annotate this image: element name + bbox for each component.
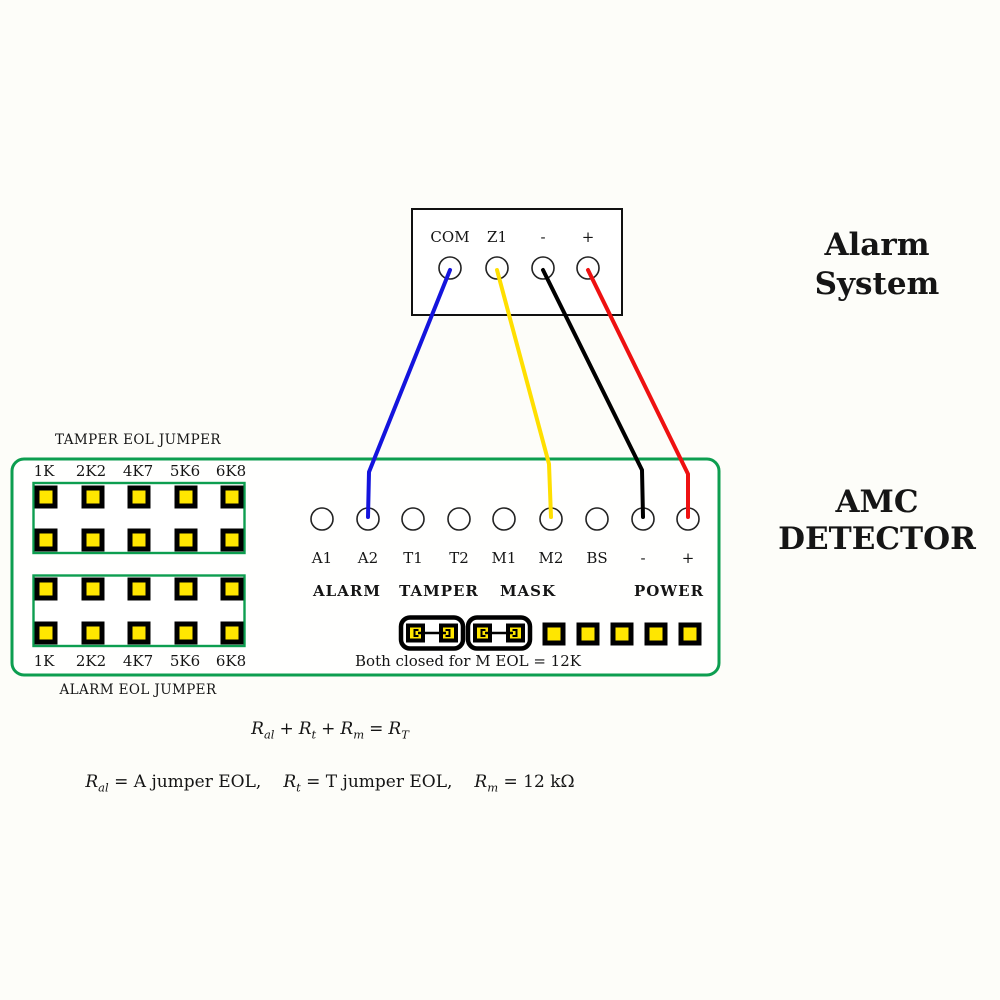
jumper-pin: [174, 577, 198, 601]
wire-com-to-a2: [366, 268, 452, 519]
jumper-pin: [127, 528, 151, 552]
detector-terminal-m1-label: M1: [492, 549, 517, 567]
alarm-terminal-z1-label: Z1: [487, 228, 507, 246]
alarm-system-title-line2: System: [815, 266, 940, 302]
tamper-eol-jumper-title: TAMPER EOL JUMPER: [55, 432, 221, 448]
jumper-pin: [127, 577, 151, 601]
jumper-pin: [220, 621, 244, 645]
detector-terminal-t2: [447, 507, 471, 531]
wire-plus-to-plus: [586, 268, 690, 519]
detector-terminal-a1: [310, 507, 334, 531]
eol-definition-formula: Ral = A jumper EOL,Rt = T jumper EOL,Rm …: [85, 772, 575, 795]
jumper-pin: [34, 528, 58, 552]
jumper-pin: [127, 485, 151, 509]
jumper-pin: [81, 577, 105, 601]
jumper-pin: [220, 485, 244, 509]
wire-minus-to-minus: [541, 268, 645, 519]
wire-z1-to-m2: [495, 268, 553, 519]
jumper-pin: [220, 528, 244, 552]
alarm-jumper-label-2k2: 2K2: [76, 652, 106, 670]
jumper-pin: [81, 621, 105, 645]
jumper-pin: [174, 621, 198, 645]
detector-terminal-minus-label: -: [640, 549, 645, 567]
tamper-jumper-label-1k: 1K: [34, 462, 56, 480]
mask-eol-note: Both closed for M EOL = 12K: [355, 652, 582, 670]
detector-terminal-m1: [492, 507, 516, 531]
jumper-pin: [576, 622, 600, 646]
alarm-jumper-label-6k8: 6K8: [216, 652, 246, 670]
group-label-alarm: ALARM: [312, 582, 381, 600]
mask-jumper-closed-2: [468, 618, 530, 649]
jumper-pin: [644, 622, 668, 646]
formula-var: R: [251, 719, 264, 739]
tamper-jumper-label-2k2: 2K2: [76, 462, 106, 480]
group-label-power: POWER: [634, 582, 704, 600]
detector-terminal-bs-label: BS: [586, 549, 607, 567]
mask-jumper-closed-1: [401, 618, 463, 649]
eol-sum-formula: Ral+Rt+Rm=RT: [251, 719, 409, 742]
detector-terminal-t2-label: T2: [449, 549, 469, 567]
group-label-mask: MASK: [500, 582, 556, 600]
alarm-jumper-label-5k6: 5K6: [170, 652, 200, 670]
alarm-terminal-plus-label: +: [582, 228, 595, 246]
jumper-pin: [678, 622, 702, 646]
jumper-pin: [81, 528, 105, 552]
jumper-pin: [542, 622, 566, 646]
jumper-pin: [220, 577, 244, 601]
group-label-tamper: TAMPER: [399, 582, 479, 600]
jumper-pin: [174, 528, 198, 552]
detector-terminal-a1-label: A1: [311, 549, 332, 567]
jumper-pin: [127, 621, 151, 645]
detector-terminal-bs: [585, 507, 609, 531]
tamper-jumper-label-4k7: 4K7: [123, 462, 153, 480]
detector-terminal-t1-label: T1: [403, 549, 423, 567]
alarm-jumper-label-4k7: 4K7: [123, 652, 153, 670]
detector-terminal-a2-label: A2: [357, 549, 378, 567]
alarm-terminal-com-label: COM: [430, 228, 469, 246]
alarm-terminal-minus-label: -: [540, 228, 545, 246]
tamper-jumper-label-6k8: 6K8: [216, 462, 246, 480]
alarm-system-title-line1: Alarm: [823, 227, 929, 263]
detector-title-line1: AMC: [834, 484, 918, 520]
detector-title-line2: DETECTOR: [778, 521, 976, 557]
alarm-eol-jumper-title: ALARM EOL JUMPER: [58, 682, 216, 698]
jumper-pin: [610, 622, 634, 646]
detector-terminal-plus-label: +: [682, 549, 695, 567]
detector-terminal-t1: [401, 507, 425, 531]
tamper-jumper-label-5k6: 5K6: [170, 462, 200, 480]
jumper-pin: [34, 621, 58, 645]
alarm-jumper-label-1k: 1K: [34, 652, 56, 670]
jumper-pin: [34, 485, 58, 509]
jumper-pin: [34, 577, 58, 601]
detector-terminal-m2-label: M2: [539, 549, 564, 567]
jumper-pin: [174, 485, 198, 509]
jumper-pin: [81, 485, 105, 509]
